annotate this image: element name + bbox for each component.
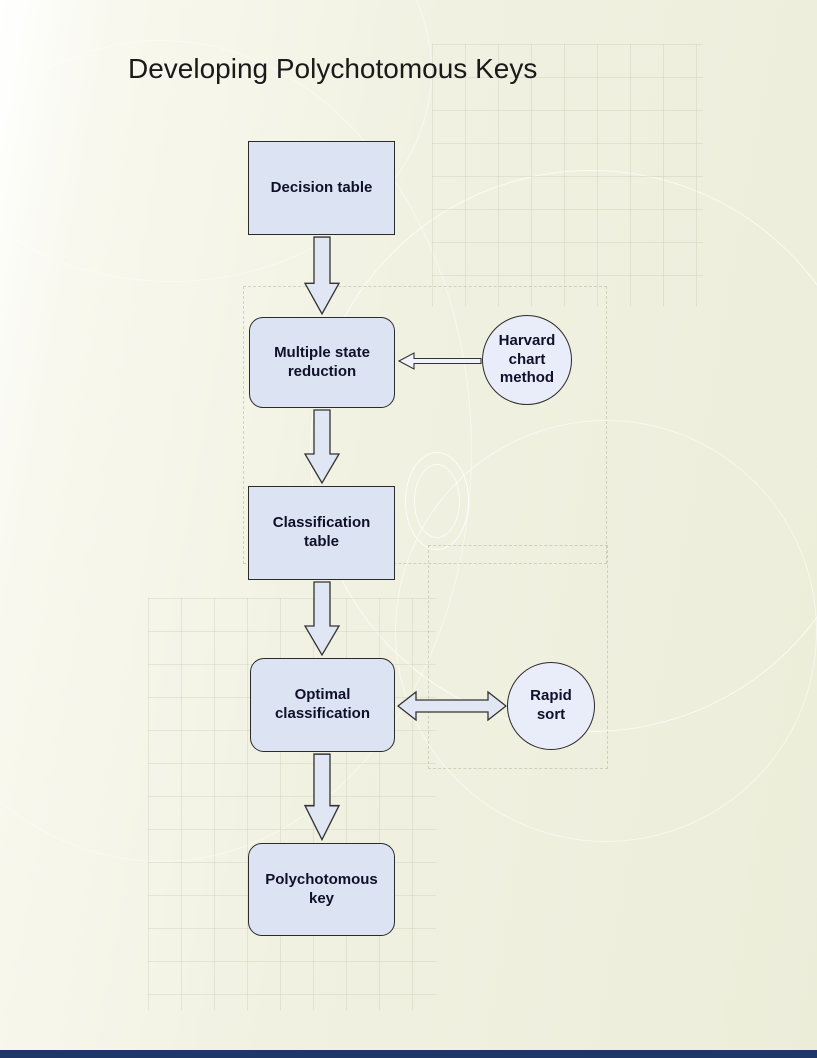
diagram-title: Developing Polychotomous Keys (128, 53, 538, 84)
background-ellipse (414, 464, 460, 538)
node-label: Multiple state reduction (274, 343, 370, 380)
arrow-down-reduction-to-classification (303, 409, 341, 485)
node-label: Rapid sort (530, 687, 572, 723)
node-label: Optimal classification (274, 686, 371, 722)
node-label: Polychotomous key (265, 870, 378, 907)
arrow-down-optimal-to-polykey (303, 753, 341, 842)
node-multiple-state-reduction: Multiple state reduction (249, 317, 395, 408)
arrow-down-classification-to-optimal (303, 581, 341, 657)
background-ellipse (0, 40, 472, 862)
arrow-down-decision-to-reduction (303, 236, 341, 316)
background-ellipse (405, 452, 469, 550)
arrow-double-optimal-rapid (397, 690, 507, 722)
node-polychotomous-key: Polychotomous key (248, 843, 395, 936)
background-ellipse (310, 170, 817, 732)
background-ellipse (395, 420, 817, 842)
node-rapid-sort: Rapid sort (507, 662, 595, 750)
node-label: Harvard chart method (498, 331, 556, 387)
node-optimal-classification: Optimal classification (250, 658, 395, 752)
arrow-harvard-to-reduction (398, 352, 482, 370)
node-label: Decision table (270, 178, 373, 196)
node-classification-table: Classification table (248, 486, 395, 580)
node-harvard-chart-method: Harvard chart method (482, 315, 572, 405)
node-decision-table: Decision table (248, 141, 395, 235)
slide-footer-bar (0, 1050, 817, 1058)
node-label: Classification table (272, 514, 371, 550)
